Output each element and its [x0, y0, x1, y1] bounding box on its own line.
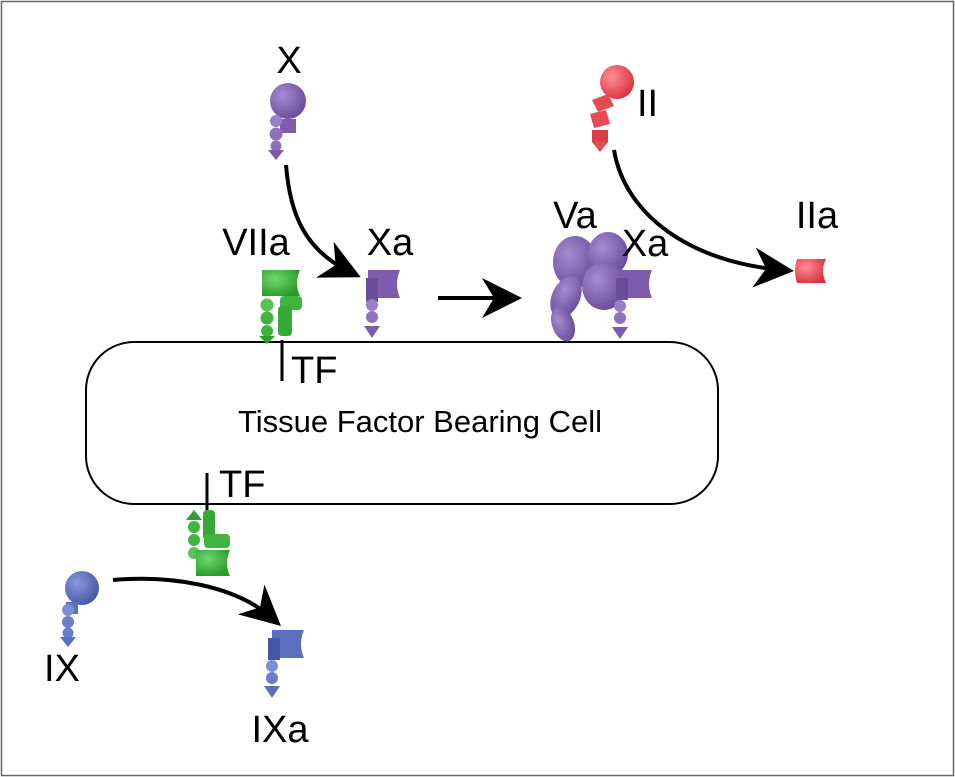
factor-iia-molecule	[795, 259, 826, 283]
tissue-factor-cell	[85, 341, 719, 505]
label-xa: Xa	[367, 222, 414, 264]
factor-x-molecule	[268, 83, 306, 160]
factor-ixa-molecule	[264, 630, 304, 698]
label-iia: IIa	[796, 195, 839, 237]
arrow-ii-to-iia	[612, 149, 794, 288]
arrow-x-to-xa	[284, 164, 361, 278]
va-xa-complex	[550, 232, 652, 342]
label-tf-bottom: TF	[219, 464, 265, 506]
label-xa-complex: Xa	[622, 223, 669, 265]
factor-viia-bottom-molecule	[186, 510, 230, 576]
label-ixa: IXa	[251, 709, 309, 751]
cell-label: Tissue Factor Bearing Cell	[238, 404, 602, 439]
label-x: X	[276, 40, 301, 82]
factor-ix-molecule	[60, 571, 99, 647]
label-viia: VIIa	[222, 222, 290, 264]
label-ii: II	[637, 83, 658, 125]
factor-ii-molecule	[590, 65, 634, 152]
label-tf-top: TF	[291, 350, 337, 392]
arrow-ix-to-ixa	[112, 576, 281, 626]
factor-xa-molecule	[364, 270, 400, 338]
label-va: Va	[553, 195, 598, 237]
factor-viia-molecule	[259, 270, 302, 344]
label-ix: IX	[44, 648, 80, 690]
